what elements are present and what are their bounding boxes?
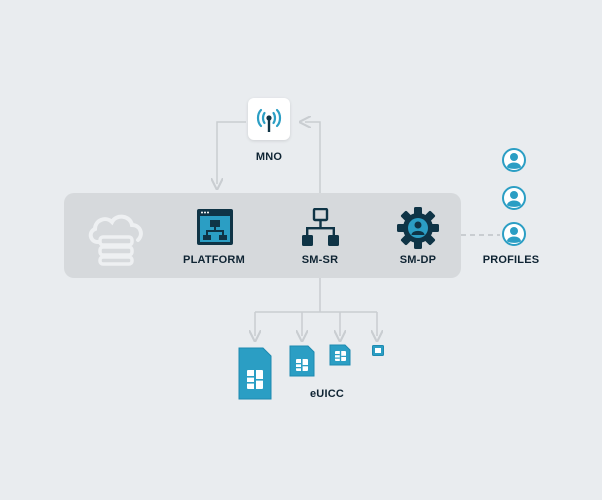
platform-label: PLATFORM [183, 254, 245, 266]
user-icon [502, 148, 526, 172]
user-icon [502, 222, 526, 246]
smsr-to-mno-arrow [305, 122, 321, 193]
platform-window-icon [197, 209, 233, 245]
smdp-label: SM-DP [399, 254, 437, 266]
sim-card-icon [238, 347, 272, 400]
euicc-label: eUICC [309, 388, 345, 400]
smsr-label: SM-SR [301, 254, 339, 266]
sim-card-icon [289, 345, 315, 377]
user-icon [502, 186, 526, 210]
mno-to-platform-arrow [217, 121, 246, 184]
gear-person-icon [397, 207, 439, 249]
mno-node [248, 98, 290, 140]
sim-card-icon [329, 344, 351, 366]
mno-label: MNO [255, 151, 283, 163]
sim-card-icon [372, 345, 384, 356]
antenna-icon [256, 108, 282, 132]
network-hierarchy-icon [302, 208, 339, 246]
cloud-server-icon [88, 214, 143, 266]
profiles-label: PROFILES [482, 254, 540, 266]
